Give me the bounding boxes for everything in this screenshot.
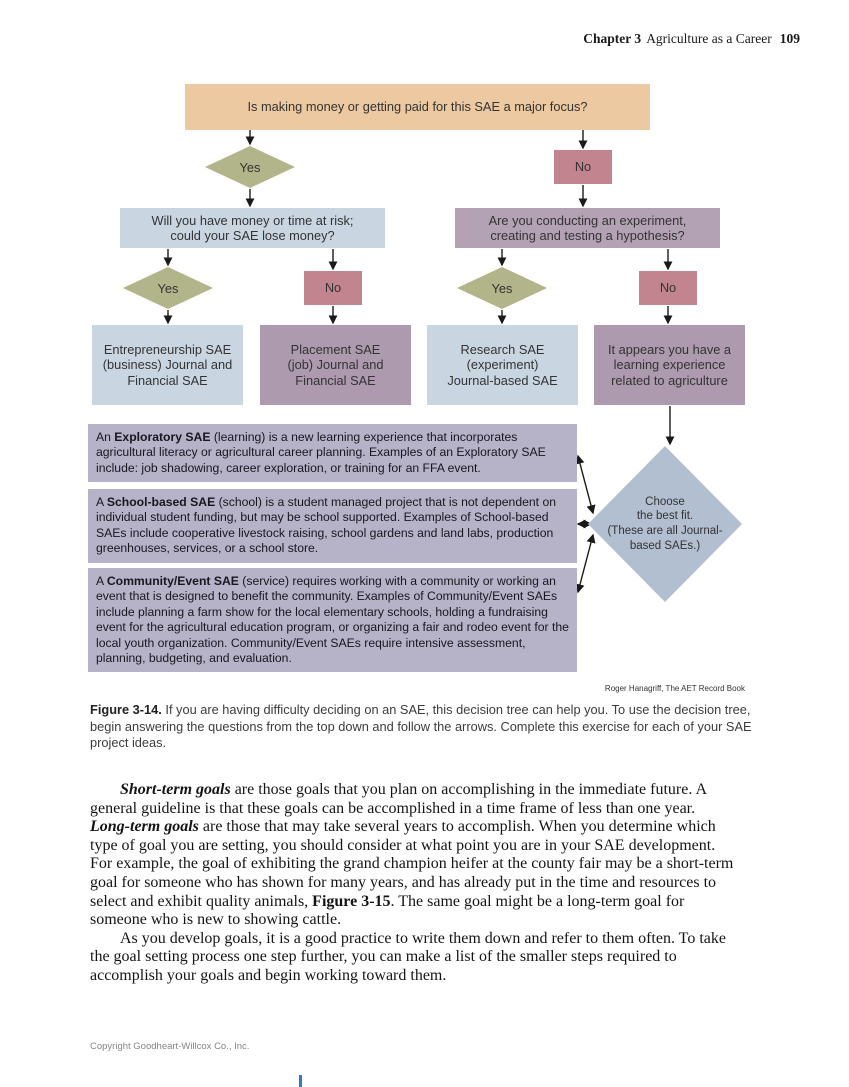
info-lead: A (96, 495, 107, 509)
body-text: Short-term goals are those goals that yo… (90, 781, 738, 986)
flow-node-no-3: No (639, 271, 697, 305)
flow-node-money-risk-question: Will you have money or time at risk; cou… (120, 208, 385, 248)
flow-node-no-2: No (304, 271, 362, 305)
flow-outcome-placement-sae: Placement SAE (job) Journal and Financia… (260, 325, 411, 405)
page-number: 109 (779, 31, 800, 46)
flow-outcome-entrepreneurship-sae: Entrepreneurship SAE (business) Journal … (92, 325, 243, 405)
body-segment: are those that may take several years to… (90, 818, 734, 910)
figure-caption-text: If you are having difficulty deciding on… (90, 702, 752, 751)
flow-node-experiment-question: Are you conducting an experiment, creati… (455, 208, 720, 248)
info-text: (service) requires working with a commun… (96, 574, 569, 666)
flow-node-choose-best-fit: Choose the best fit. (These are all Jour… (588, 446, 742, 602)
figure-credit: Roger Hanagriff, The AET Record Book (604, 684, 745, 693)
copyright-notice: Copyright Goodheart-Willcox Co., Inc. (90, 1041, 250, 1052)
long-term-goals-term: Long-term goals (90, 818, 199, 836)
info-box-school-based-sae: A School-based SAE (school) is a student… (88, 489, 577, 563)
choose-diamond-shape (588, 446, 742, 602)
paragraph-goal-types: Short-term goals are those goals that yo… (90, 781, 738, 930)
flow-node-yes-2: Yes (123, 267, 213, 309)
flow-node-no-1: No (554, 150, 612, 184)
yes-diamond-shape (123, 267, 213, 309)
yes-label: Yes (157, 280, 179, 296)
info-text: (school) is a student managed project th… (96, 495, 556, 556)
yes-diamond-shape (205, 146, 295, 188)
chapter-title: Agriculture as a Career (646, 31, 772, 46)
flow-outcome-research-sae: Research SAE (experiment) Journal-based … (427, 325, 578, 405)
info-term: Exploratory SAE (114, 430, 211, 444)
chapter-label: Chapter 3 (583, 31, 642, 46)
paragraph-developing-goals: As you develop goals, it is a good pract… (90, 929, 726, 984)
info-term: School-based SAE (106, 495, 216, 509)
body-segment: . The same goal might be a long-term goa… (90, 892, 685, 929)
running-head: Chapter 3 Agriculture as a Career 109 (583, 31, 800, 47)
flow-outcome-learning-experience: It appears you have a learning experienc… (594, 325, 745, 405)
flow-node-yes-3: Yes (457, 267, 547, 309)
info-box-community-event-sae: A Community/Event SAE (service) requires… (88, 568, 577, 673)
info-lead: An (96, 430, 115, 444)
body-segment: are those goals that you plan on accompl… (90, 781, 707, 817)
figure-3-15-reference: Figure 3-15 (312, 892, 391, 910)
info-term: Community/Event SAE (106, 574, 239, 588)
info-box-exploratory-sae: An Exploratory SAE (learning) is a new l… (88, 424, 577, 483)
figure-caption: Figure 3-14. If you are having difficult… (90, 702, 764, 752)
page-edge-mark (299, 1075, 302, 1087)
yes-diamond-shape (457, 267, 547, 309)
figure-caption-label: Figure 3-14. (90, 702, 162, 717)
yes-label: Yes (239, 159, 261, 175)
flow-node-yes-1: Yes (205, 146, 295, 188)
choose-best-fit-label: Choose the best fit. (These are all Jour… (607, 495, 723, 552)
short-term-goals-term: Short-term goals (120, 781, 231, 798)
info-lead: A (96, 574, 107, 588)
yes-label: Yes (491, 280, 513, 296)
info-text: (learning) is a new learning experience … (96, 430, 546, 475)
flow-node-root-question: Is making money or getting paid for this… (185, 84, 650, 130)
